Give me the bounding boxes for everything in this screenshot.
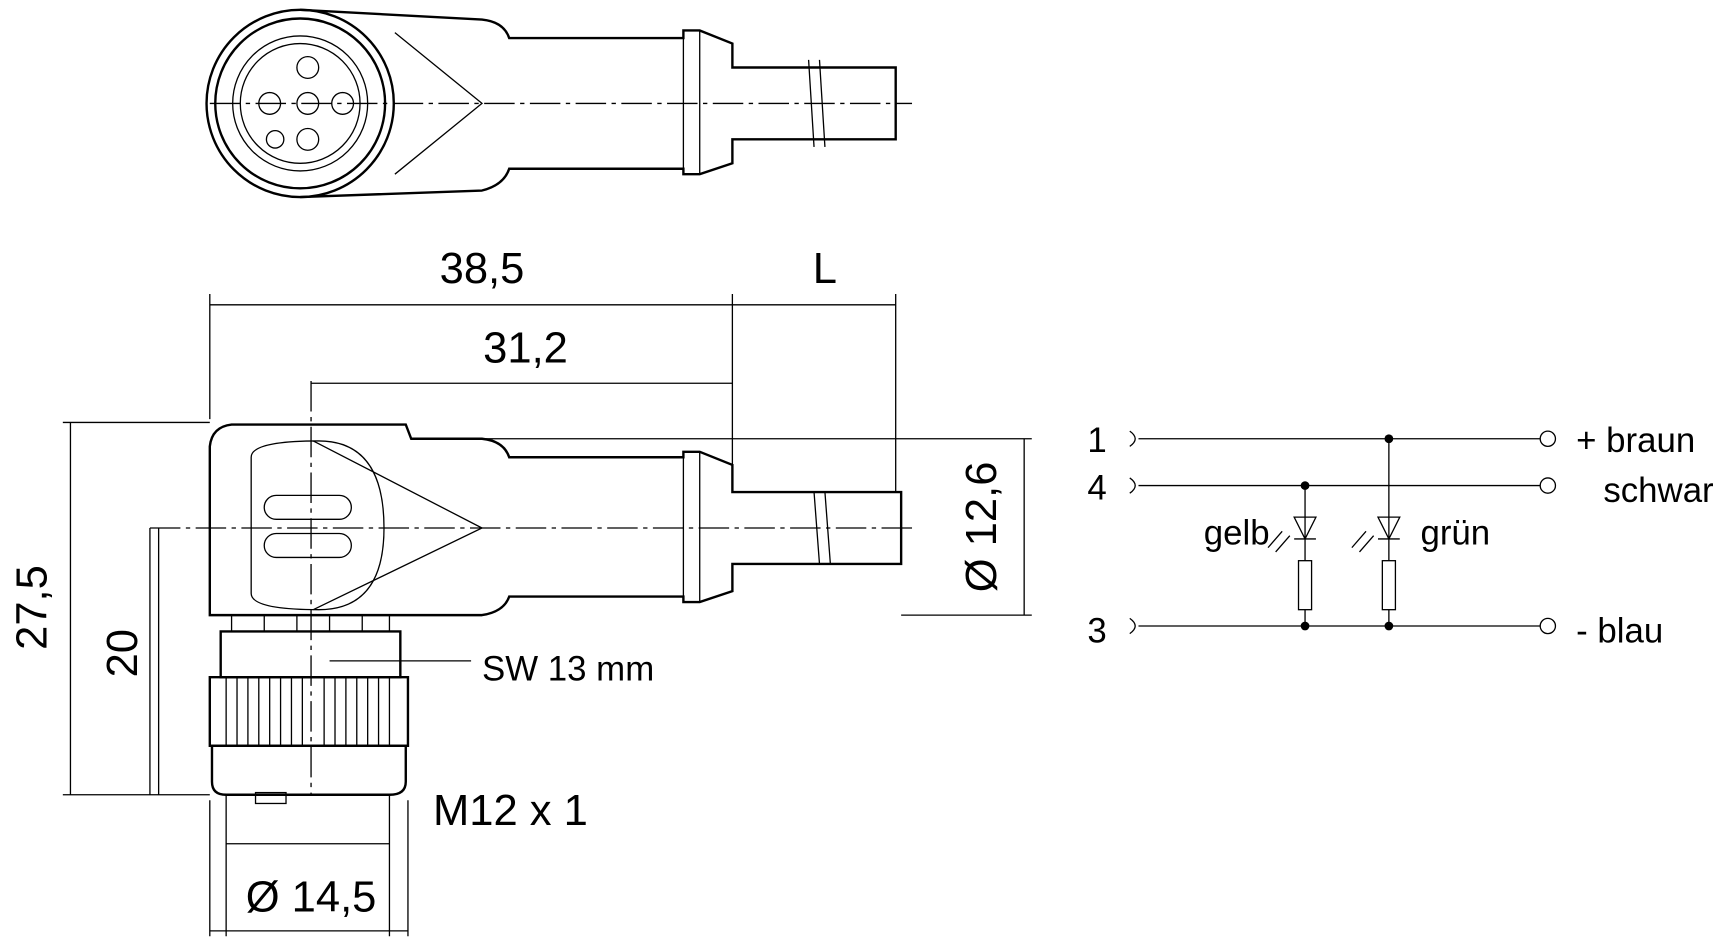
- pin-4-label: 4: [1087, 469, 1106, 508]
- wire-blau-label: - blau: [1576, 611, 1663, 650]
- dim-center-length: 31,2: [483, 325, 568, 373]
- top-view: [205, 8, 913, 199]
- led-gruen-label: grün: [1420, 513, 1490, 552]
- dim-total-height: 27,5: [9, 565, 57, 650]
- dim-thread: M12 x 1: [433, 787, 588, 835]
- dim-cable-diameter: Ø 12,6: [958, 462, 1006, 593]
- led-gelb-label: gelb: [1204, 513, 1270, 552]
- dim-overall-length: 38,5: [440, 245, 525, 293]
- wiring-schematic: 1 4 3 + braun schwarz - blau gelb grün: [1087, 421, 1713, 651]
- wire-schwarz-label: schwarz: [1603, 471, 1713, 510]
- side-view: [149, 381, 918, 805]
- dim-wrench-size: SW 13 mm: [482, 649, 654, 688]
- dim-cable-length: L: [813, 245, 837, 293]
- pin-1-label: 1: [1087, 421, 1106, 460]
- wire-braun-label: + braun: [1576, 421, 1695, 460]
- dim-center-height: 20: [99, 629, 147, 677]
- pin-3-label: 3: [1087, 611, 1106, 650]
- dim-nut-diameter: Ø 14,5: [246, 873, 377, 921]
- dimension-lines: [62, 293, 1032, 937]
